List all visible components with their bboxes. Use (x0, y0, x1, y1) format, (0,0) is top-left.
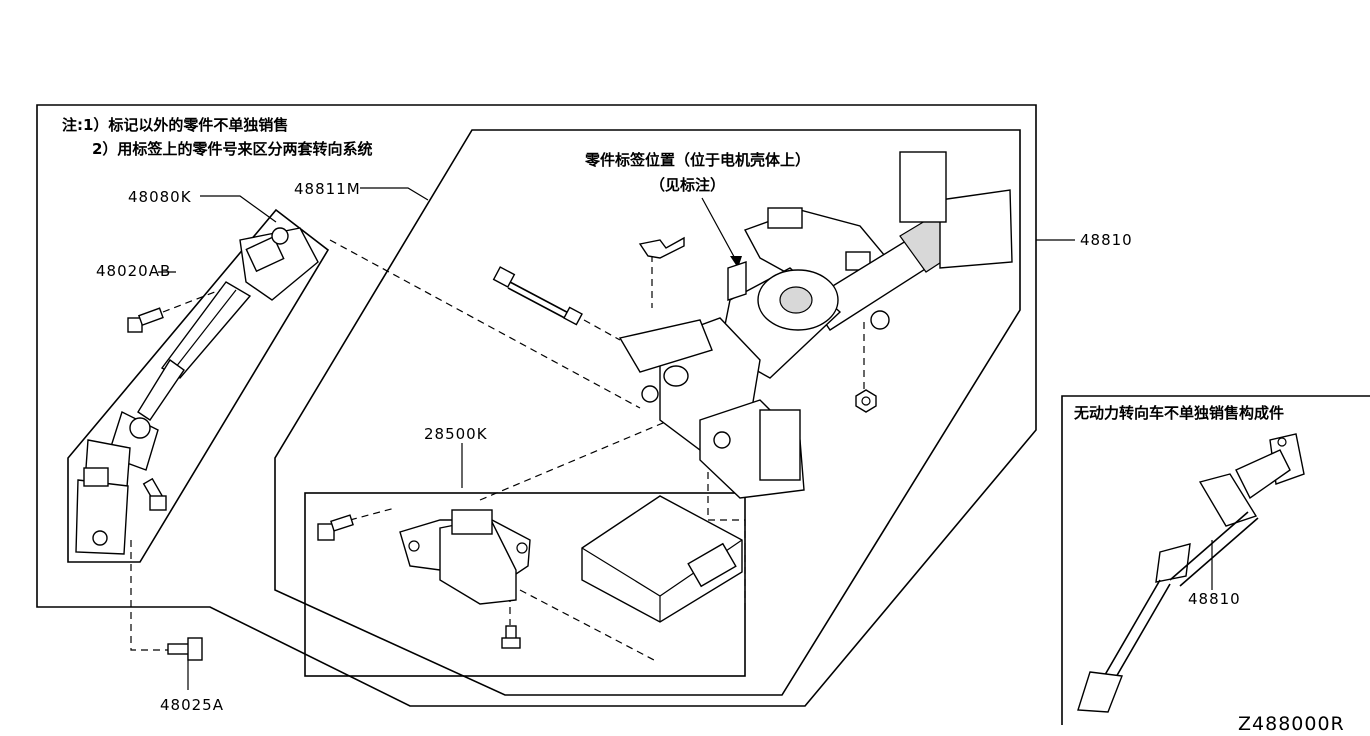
outer-assembly-boundary (36, 104, 1037, 707)
bolt-48025a-illustration (167, 637, 203, 661)
part-number-48810: 48810 (1080, 231, 1133, 249)
leader-48080k (200, 195, 277, 223)
part-number-28500k: 28500K (424, 425, 488, 443)
dash-shaft-to-column (329, 239, 641, 409)
dash-long-bolt (583, 319, 621, 341)
bolt-shaft-lower-illustration (142, 477, 167, 511)
part-number-48811m: 48811M (294, 180, 361, 198)
nut-illustration (855, 389, 877, 413)
dash-connector (707, 460, 746, 610)
inset-column-illustration (1077, 433, 1305, 713)
dash-bolt-bracket (349, 507, 396, 521)
part-number-48080k: 48080K (128, 188, 192, 206)
dash-bolt-48025a (130, 540, 168, 651)
long-bolt-illustration (492, 266, 583, 326)
dash-bracket-to-column (479, 419, 671, 501)
dash-ecu (519, 589, 655, 661)
bolt-bracket-illustration (317, 514, 354, 541)
inset-box (1061, 395, 1370, 725)
part-number-48020ab: 48020AB (96, 262, 171, 280)
note-line-2: 2）用标签上的零件号来区分两套转向系统 (92, 140, 372, 158)
ecu-module-illustration (581, 495, 743, 623)
label-location-subnote: （见标注） (650, 176, 725, 194)
part-number-48810-inset: 48810 (1188, 590, 1241, 608)
bolt-48020ab-illustration (127, 307, 164, 333)
control-bracket-illustration (399, 509, 531, 605)
part-number-48025a: 48025A (160, 696, 224, 714)
label-location-note: 零件标签位置（位于电机壳体上） (584, 151, 810, 169)
intermediate-shaft-box (67, 208, 330, 563)
label-pointer-arrow (701, 197, 739, 265)
note-line-1: 注:1）标记以外的零件不单独销售 (62, 116, 288, 134)
diagram-code: Z488000R (1238, 713, 1345, 735)
screw-bracket-illustration (501, 625, 521, 649)
intermediate-shaft-illustration (75, 227, 319, 555)
steering-column-illustration (618, 151, 1013, 499)
column-assembly-boundary (274, 129, 1021, 696)
leader-48811m (360, 187, 429, 201)
clip-illustration (638, 236, 685, 259)
dash-bolt-48020ab (162, 289, 221, 313)
inset-title: 无动力转向车不单独销售构成件 (1073, 404, 1284, 422)
